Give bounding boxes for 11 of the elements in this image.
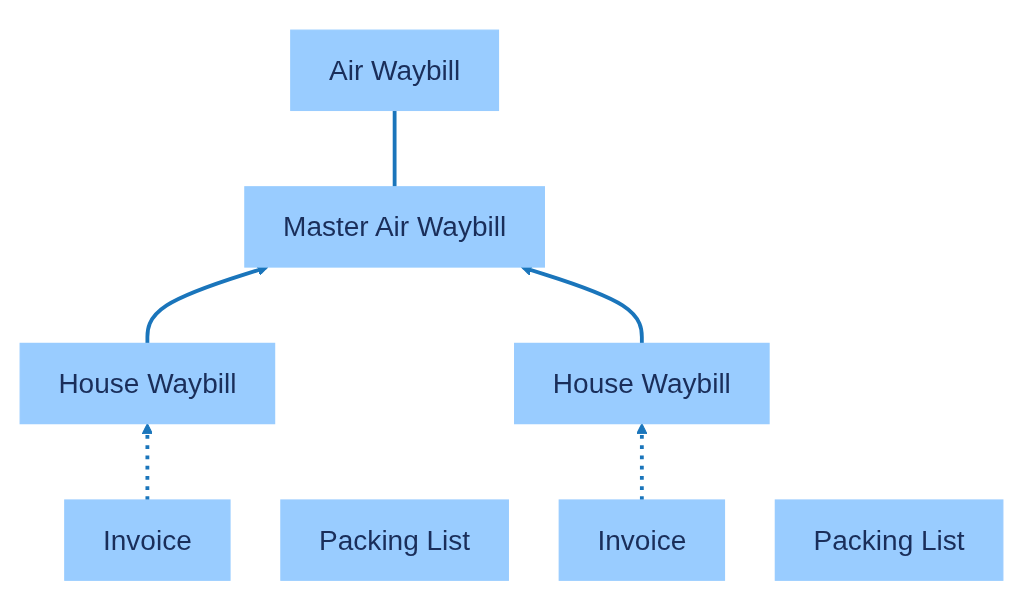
node-box: Invoice [558, 499, 726, 581]
node-box: Master Air Waybill [244, 185, 545, 268]
arrow [141, 422, 153, 500]
arrow [636, 422, 648, 500]
node-box: Air Waybill [290, 29, 500, 111]
connector [392, 110, 397, 187]
node-box: House Waybill [514, 342, 770, 425]
node-box: Packing List [774, 499, 1004, 581]
node-box: Packing List [280, 499, 509, 581]
node-box: Invoice [64, 499, 231, 581]
node-box: House Waybill [19, 342, 276, 425]
